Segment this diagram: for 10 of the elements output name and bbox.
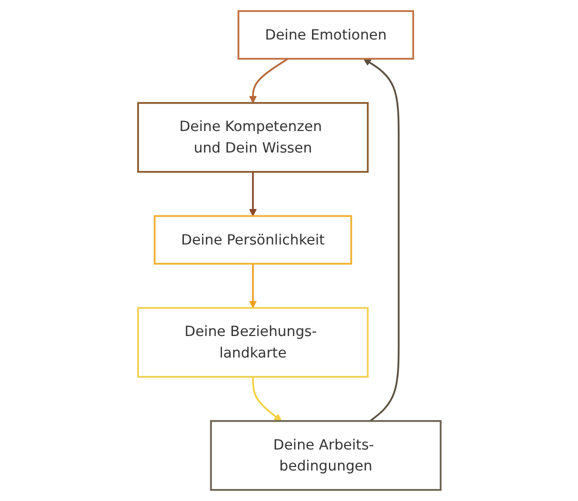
arrow [248, 172, 256, 216]
node-box: Deine Emotionen [237, 10, 414, 60]
node-box: Deine Kompetenzen und Dein Wissen [136, 102, 368, 173]
arrow [252, 376, 282, 422]
arrow [248, 58, 288, 104]
node-box: Deine Beziehungs- landkarte [136, 307, 368, 378]
arrow [248, 264, 256, 308]
node-box: Deine Arbeits- bedingungen [210, 420, 442, 491]
node-box: Deine Persönlichkeit [153, 215, 352, 265]
arrow [362, 58, 400, 422]
